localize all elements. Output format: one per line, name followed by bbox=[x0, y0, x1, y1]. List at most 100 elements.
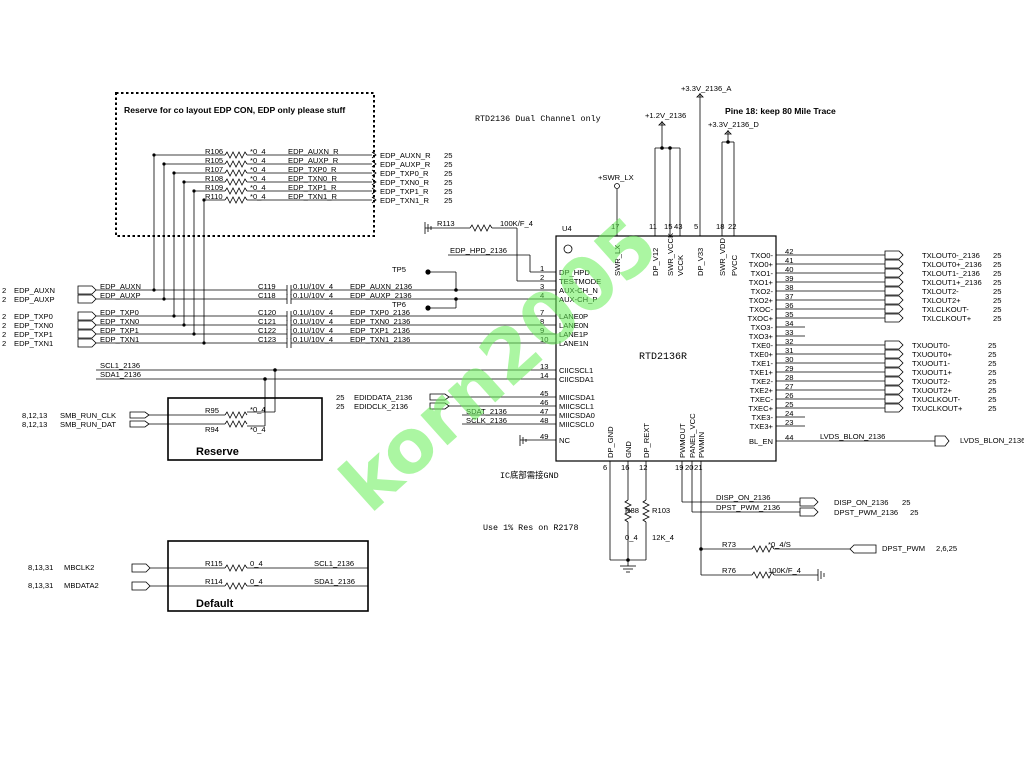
chip-pin-top: 5DP_V33 bbox=[694, 222, 705, 276]
resistor-value: *0_4 bbox=[250, 183, 266, 192]
pin-name: VCCK bbox=[676, 255, 685, 276]
dpst-pwm-out-label: DPST_PWM bbox=[882, 544, 925, 553]
chip-pin-right: TXO3+33 bbox=[749, 328, 805, 341]
pin-name: TXO1+ bbox=[749, 278, 774, 287]
edp-input-wire-label: EDP_TXP0 bbox=[100, 308, 139, 317]
pin-number: 24 bbox=[785, 409, 793, 418]
reserve-box-title: Reserve for co layout EDP CON, EDP only … bbox=[124, 105, 345, 115]
pin-name: SWR_VCCK bbox=[666, 233, 675, 276]
smb-dat-label: SMB_RUN_DAT bbox=[60, 420, 116, 429]
pin-number: 49 bbox=[540, 432, 548, 441]
r88-ref: R88 bbox=[625, 506, 639, 515]
smb-clk-label: SMB_RUN_CLK bbox=[60, 411, 116, 420]
r76-value: 100K/F_4 bbox=[768, 566, 801, 575]
lvds-output-page: 25 bbox=[988, 395, 996, 404]
pin-name: LANE1N bbox=[559, 339, 589, 348]
edp-flag-page: 25 bbox=[444, 160, 452, 169]
lvds-output-label: TXLOUT1+_2136 bbox=[922, 278, 982, 287]
pin-number: 45 bbox=[540, 389, 548, 398]
smb-clk-pages: 8,12,13 bbox=[22, 411, 47, 420]
default-smbus-block: Default 8,13,31 8,13,31 MBCLK2 MBDATA2 R… bbox=[28, 540, 369, 612]
ac-cap-value: 0.1U/10V_4 bbox=[293, 335, 333, 344]
pin-name: TXO0+ bbox=[749, 260, 774, 269]
r73-value: *0_4/S bbox=[768, 540, 791, 549]
edp-input-label: EDP_TXP1 bbox=[14, 330, 53, 339]
edp-input-wire-label: EDP_AUXP bbox=[100, 291, 141, 300]
pin-number: 20 bbox=[685, 463, 693, 472]
ciic-bus: SCL1_2136 SDA1_2136 bbox=[96, 361, 556, 427]
resistor-net-label: EDP_TXN0_R bbox=[288, 174, 337, 183]
r94-ref: R94 bbox=[205, 425, 219, 434]
lvds-output-flag: TXLOUT2+25 bbox=[884, 295, 1001, 305]
resistor-net-label: EDP_AUXP_R bbox=[288, 156, 339, 165]
lvds-blon-net-label: LVDS_BLON_2136 bbox=[820, 432, 885, 441]
disp-on-net-label: DISP_ON_2136 bbox=[716, 493, 770, 502]
edp-input-page: 2 bbox=[2, 312, 6, 321]
ac-cap-ref: C121 bbox=[258, 317, 276, 326]
pin-name: TXOC- bbox=[749, 305, 773, 314]
resistor-value: *0_4 bbox=[250, 192, 266, 201]
pin-name: TXOC+ bbox=[747, 314, 773, 323]
pin-number: 34 bbox=[785, 319, 793, 328]
lvds-output-page: 25 bbox=[993, 287, 1001, 296]
chip-pin-bottom: 6DP_GND bbox=[603, 426, 615, 472]
pin-number: 27 bbox=[785, 382, 793, 391]
chip-pin-right: TXE3-24 bbox=[751, 409, 805, 422]
precision-resistor-note: Use 1% Res on R2178 bbox=[483, 523, 579, 533]
pin-number: 17 bbox=[611, 222, 619, 231]
pin-name: CIICSCL1 bbox=[559, 366, 593, 375]
chip-name: RTD2136R bbox=[639, 352, 687, 363]
pin-number: 44 bbox=[785, 433, 793, 442]
edid-block: 25 25 EDIDDATA_2136 EDIDCLK_2136 SDAT_21… bbox=[336, 393, 556, 446]
ac-cap-ref: C120 bbox=[258, 308, 276, 317]
ac-cap-value: 0.1U/10V_4 bbox=[293, 291, 333, 300]
mbclk-pages: 8,13,31 bbox=[28, 563, 53, 572]
lvds-output-page: 25 bbox=[993, 251, 1001, 260]
reserve-box-label: Reserve bbox=[196, 446, 239, 458]
edp-input-label: EDP_TXN0 bbox=[14, 321, 53, 330]
edp-input-wire-label: EDP_TXN1 bbox=[100, 335, 139, 344]
edp-input-label: EDP_TXN1 bbox=[14, 339, 53, 348]
pin-name: DP_V12 bbox=[651, 248, 660, 276]
chip-pin-right: BL_EN 44 bbox=[749, 433, 794, 446]
pin-number: 26 bbox=[785, 391, 793, 400]
ac-cap-ref: C123 bbox=[258, 335, 276, 344]
edp-flag-label: EDP_TXN1_R bbox=[380, 196, 429, 205]
pin-number: 6 bbox=[603, 463, 607, 472]
pin-name: TXEC+ bbox=[748, 404, 773, 413]
sclk-label: SCLK_2136 bbox=[466, 416, 507, 425]
resistor-value: *0_4 bbox=[250, 147, 266, 156]
lvds-output-flag: TXLOUT2- 25 bbox=[884, 286, 1001, 296]
pin-number: 46 bbox=[540, 398, 548, 407]
ac-cap-ref: C118 bbox=[258, 291, 276, 300]
lvds-output-page: 25 bbox=[993, 305, 1001, 314]
pin-number: 5 bbox=[694, 222, 698, 231]
chip-pin-right: TXO1-40 bbox=[751, 265, 885, 278]
pin-number: 10 bbox=[540, 335, 548, 344]
pin-name: TXEC- bbox=[750, 395, 773, 404]
pwm-block: DISP_ON_2136 DPST_PWM_2136 DISP_ON_2136 … bbox=[681, 461, 957, 581]
pin-name: GND bbox=[624, 441, 633, 458]
lvds-output-label: TXLOUT2- bbox=[922, 287, 959, 296]
lvds-output-page: 25 bbox=[988, 404, 996, 413]
pin-number: 13 bbox=[540, 362, 548, 371]
tp6-label: TP6 bbox=[392, 300, 406, 309]
edp-flag-label: EDP_AUXN_R bbox=[380, 151, 431, 160]
lvds-output-page: 25 bbox=[988, 341, 996, 350]
default-box-label: Default bbox=[196, 598, 234, 610]
chip-pin-right: TXE3+23 bbox=[750, 418, 805, 431]
edp-2136-net-label: EDP_TXN1_2136 bbox=[350, 335, 410, 344]
pin-name: BL_EN bbox=[749, 437, 773, 446]
